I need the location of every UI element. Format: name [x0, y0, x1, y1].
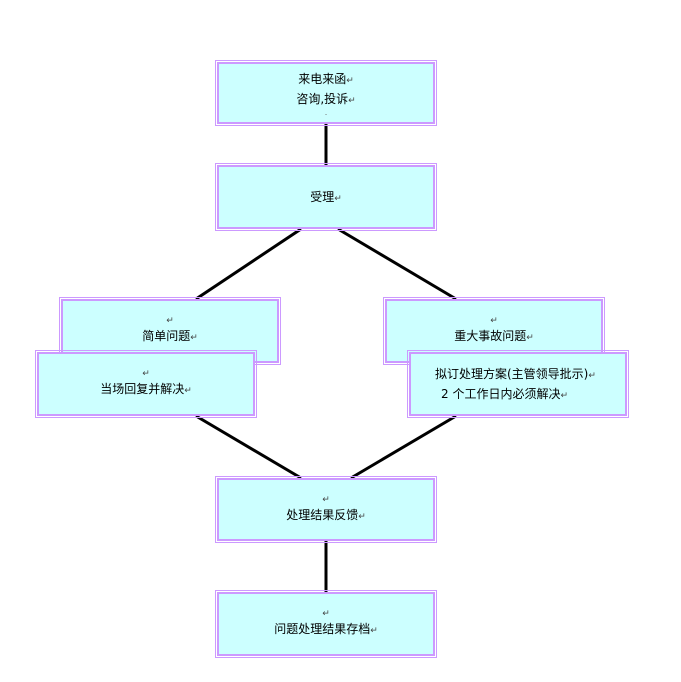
paragraph-mark-icon: ↵: [322, 494, 330, 505]
paragraph-mark-icon: ↵: [358, 511, 366, 522]
paragraph-mark-icon: ↵: [526, 333, 534, 343]
paragraph-mark-icon: ↵: [348, 96, 356, 106]
paragraph-mark-icon: ↵: [322, 609, 330, 619]
node-plan-line-2: 2 个工作日内必须解决: [441, 387, 561, 401]
node-feedback: ↵ 处理结果反馈↵: [215, 476, 437, 543]
node-archive-label: 问题处理结果存档: [274, 622, 371, 636]
connector-accept-simple: [195, 227, 302, 301]
node-archive: ↵ 问题处理结果存档↵: [215, 590, 437, 658]
paragraph-mark-icon: ↵: [142, 369, 150, 379]
node-inquiry-dot: .: [324, 108, 328, 117]
paragraph-mark-icon: ↵: [560, 391, 568, 401]
paragraph-mark-icon: ↵: [370, 626, 378, 636]
node-major-label: 重大事故问题: [454, 329, 527, 343]
node-inquiry: 来电来函↵ 咨询,投诉↵ .: [215, 60, 437, 126]
node-inquiry-line-1: 来电来函: [298, 72, 347, 86]
connector-onsite-feedback: [195, 414, 302, 480]
node-accept: 受理↵: [215, 163, 437, 231]
paragraph-mark-icon: ↵: [490, 316, 498, 326]
node-plan: 拟订处理方案(主管领导批示)↵ 2 个工作日内必须解决↵: [407, 350, 629, 418]
paragraph-mark-icon: ↵: [346, 76, 354, 86]
paragraph-mark-icon: ↵: [166, 316, 174, 326]
paragraph-mark-icon: ↵: [184, 386, 192, 396]
node-onsite: ↵ 当场回复并解决↵: [35, 350, 257, 418]
paragraph-mark-icon: ↵: [588, 371, 596, 381]
node-inquiry-line-2: 咨询,投诉: [296, 92, 349, 106]
paragraph-mark-icon: ↵: [190, 333, 198, 343]
node-simple-label: 简单问题: [142, 329, 191, 343]
node-accept-label: 受理: [310, 190, 335, 204]
connector-accept-major: [337, 227, 457, 301]
node-onsite-label: 当场回复并解决: [100, 382, 185, 396]
node-feedback-label: 处理结果反馈: [286, 507, 359, 522]
node-plan-line-1: 拟订处理方案(主管领导批示): [435, 367, 589, 381]
paragraph-mark-icon: ↵: [334, 194, 342, 204]
connector-plan-feedback: [350, 414, 457, 480]
